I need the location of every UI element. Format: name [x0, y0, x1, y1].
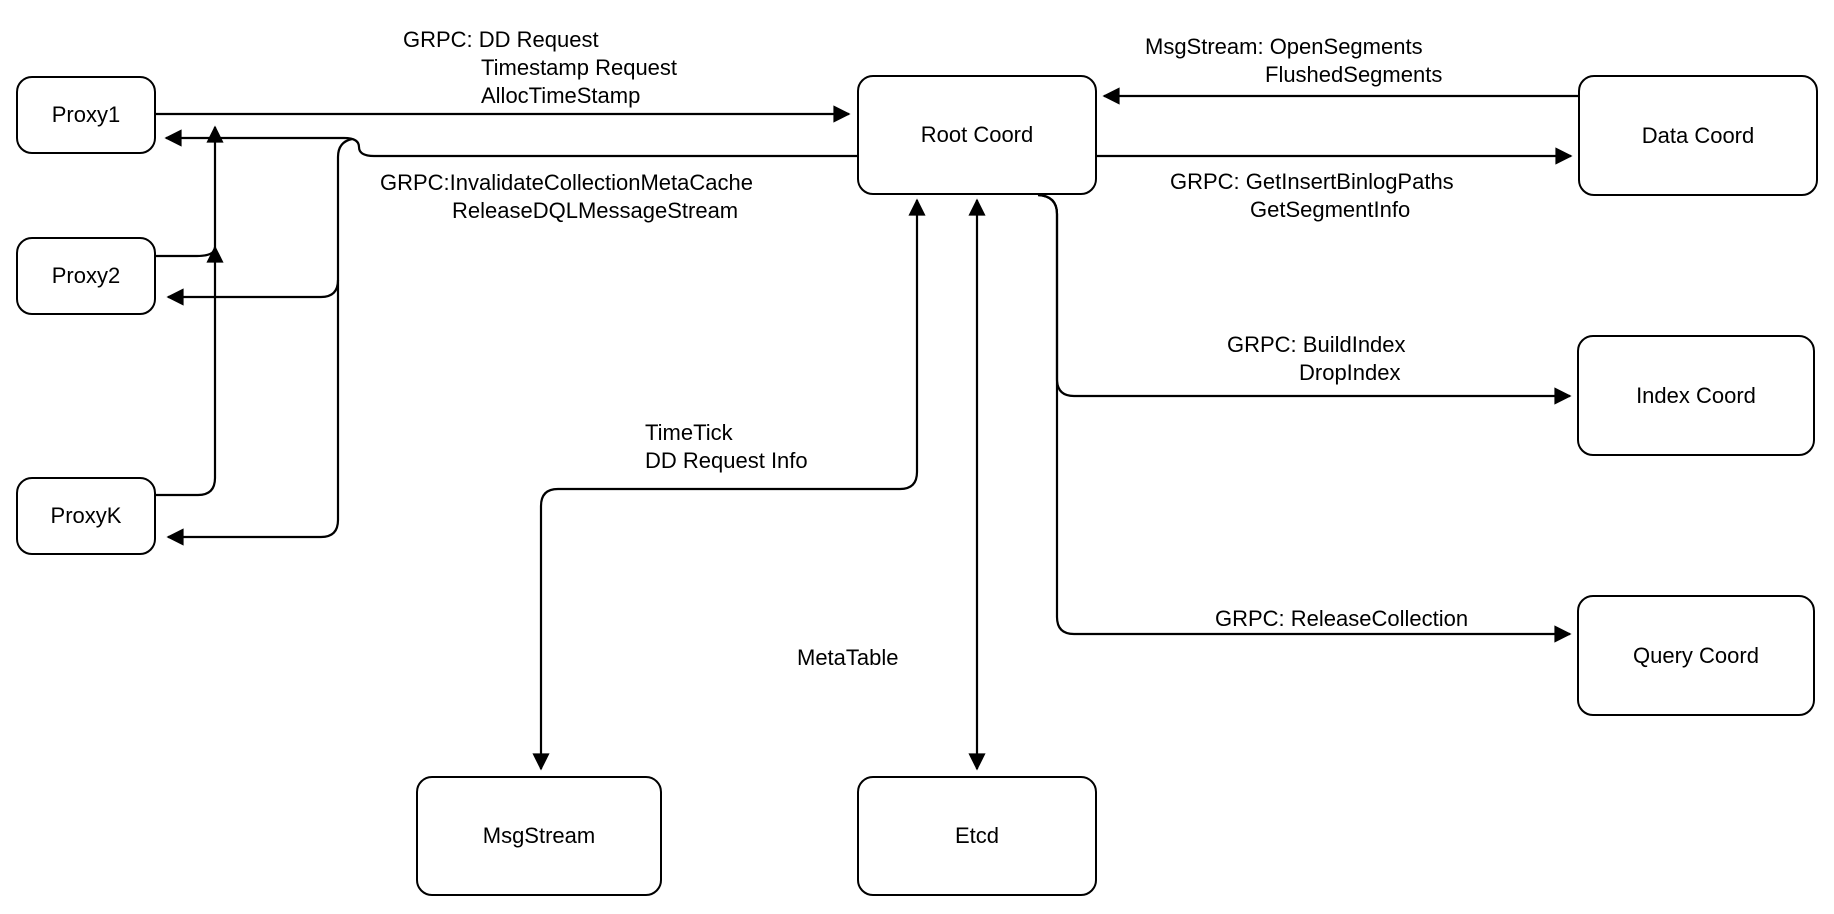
node-proxyk: ProxyK	[16, 477, 156, 555]
edge-label-metatable: MetaTable	[797, 644, 899, 672]
node-data-coord-label: Data Coord	[1641, 122, 1755, 148]
edge-label-line: GRPC: BuildIndex	[1227, 332, 1406, 357]
node-proxyk-label: ProxyK	[50, 503, 122, 528]
node-index-coord: Index Coord	[1577, 335, 1815, 456]
edge-proxy2-to-rootcoord	[156, 245, 224, 263]
node-proxy1-label: Proxy1	[51, 102, 121, 127]
edge-label-line: MetaTable	[797, 645, 899, 670]
edge-label-line: GRPC: DD Request	[403, 27, 599, 52]
edge-label-line: DD Request Info	[645, 448, 808, 473]
edge-rootcoord-to-querycoord	[1037, 193, 1572, 643]
edge-label-line: FlushedSegments	[1265, 62, 1443, 87]
node-proxy2-label: Proxy2	[51, 263, 121, 288]
edge-label-get-insert-binlog-paths: GRPC: GetInsertBinlogPaths GetSegmentInf…	[1170, 168, 1454, 224]
edge-label-line: MsgStream: OpenSegments	[1145, 34, 1423, 59]
node-root-coord-label: Root Coord	[920, 122, 1034, 147]
node-proxy1: Proxy1	[16, 76, 156, 154]
edge-label-line: GRPC: ReleaseCollection	[1215, 606, 1469, 631]
edge-label-line: GRPC: GetInsertBinlogPaths	[1170, 169, 1454, 194]
edge-label-invalidate-cache: GRPC:InvalidateCollectionMetaCache Relea…	[380, 169, 753, 225]
edge-proxyk-to-rootcoord	[156, 125, 224, 497]
node-etcd-label: Etcd	[954, 823, 1000, 848]
edge-rootcoord-to-proxy2	[166, 279, 340, 306]
edge-label-line: GetSegmentInfo	[1250, 197, 1411, 222]
edge-label-line: GRPC:InvalidateCollectionMetaCache	[380, 170, 753, 195]
node-root-coord: Root Coord	[857, 75, 1097, 195]
node-data-coord: Data Coord	[1578, 75, 1818, 196]
node-etcd: Etcd	[857, 776, 1097, 896]
edge-label-line: DropIndex	[1299, 360, 1401, 385]
node-msgstream-label: MsgStream	[482, 823, 596, 848]
edge-label-line: TimeTick	[645, 420, 733, 445]
edge-label-grpc-dd-request: GRPC: DD Request Timestamp Request Alloc…	[403, 26, 677, 110]
node-msgstream: MsgStream	[416, 776, 662, 896]
edge-rootcoord-to-proxyk	[166, 137, 353, 546]
node-query-coord-label: Query Coord	[1633, 642, 1759, 668]
node-index-coord-label: Index Coord	[1636, 382, 1756, 408]
edge-rootcoord-msgstream	[532, 198, 926, 771]
edge-label-line: Timestamp Request	[481, 55, 678, 80]
edge-rootcoord-to-proxy1	[164, 129, 857, 158]
edge-label-line: AllocTimeStamp	[481, 83, 641, 108]
edge-label-build-index: GRPC: BuildIndex DropIndex	[1227, 331, 1406, 387]
edge-label-release-collection: GRPC: ReleaseCollection	[1215, 605, 1468, 633]
node-proxy2: Proxy2	[16, 237, 156, 315]
edge-label-open-segments: MsgStream: OpenSegments FlushedSegments	[1145, 33, 1442, 89]
edge-label-line: ReleaseDQLMessageStream	[452, 198, 739, 223]
node-query-coord: Query Coord	[1577, 595, 1815, 716]
edge-label-timetick: TimeTick DD Request Info	[645, 419, 808, 475]
